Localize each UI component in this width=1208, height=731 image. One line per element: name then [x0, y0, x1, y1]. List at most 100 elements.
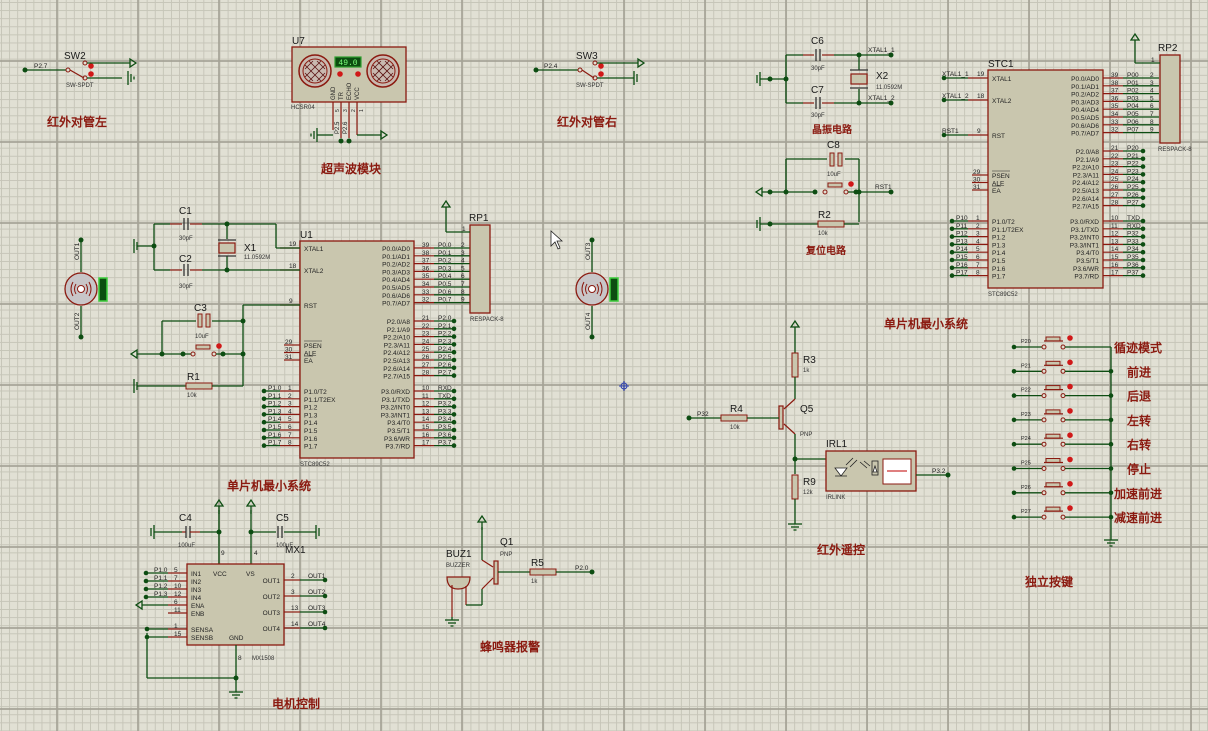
u1-rp-pinnum: 7 [461, 281, 465, 288]
stc1-pin: P3.1/TXD [1071, 227, 1099, 234]
u7-ultrasonic-module[interactable]: U7 49.0 GND TR ECHO VCC HCSR04 5 3 2 1 [291, 36, 407, 144]
u7-pinnum: 3 [343, 109, 349, 112]
section-buzzer: 蜂鸣器报警 [480, 639, 540, 654]
u1-pinnum: 38 [422, 250, 430, 257]
section-reset: 复位电路 [805, 244, 847, 257]
sw3-switch[interactable]: SW3 P2.4 SW-SPDT [533, 51, 645, 89]
stc1-net-label: P32 [1127, 231, 1139, 238]
u1-pinnum: 22 [422, 323, 430, 330]
key-label: 加速前进 [1113, 486, 1162, 501]
rp1-resistor-pack[interactable]: RP1 RESPACK-8 [441, 200, 504, 323]
u1-pinnum: 7 [288, 432, 292, 439]
u1-pin: P2.4/A12 [383, 350, 410, 357]
buzzer-circuit[interactable]: BUZ1 BUZZER Q1 PNP R5 1k P2.0 [444, 515, 595, 627]
stc1-mcu[interactable]: STC1 19XTAL118XTAL29RST29PSEN30ALE31EA1P… [462, 57, 1159, 298]
section-crystal: 晶振电路 [812, 123, 853, 136]
section-ultrasonic: 超声波模块 [320, 161, 382, 176]
u1-pinnum: 18 [289, 263, 297, 270]
u1-pin: P0.4/AD4 [382, 277, 410, 284]
key-label: 停止 [1127, 462, 1151, 477]
motor-left-bottom-net: OUT2 [74, 312, 81, 330]
u1-pinnum: 12 [422, 401, 430, 408]
ir-remote-circuit[interactable]: R3 1k Q5 PNP P32 R4 10k R9 12k IRL1 IRLI… [686, 320, 951, 531]
stc1-pinnum: 33 [1111, 119, 1119, 126]
q1-ref: Q1 [500, 537, 514, 548]
key-net-label: P21 [1021, 363, 1031, 369]
stc1-pinnum: 34 [1111, 111, 1119, 118]
u1-net-label: P2.2 [438, 331, 452, 338]
distance-display-value: 49.0 [338, 59, 357, 68]
u1-pin: P3.2/INT0 [381, 405, 411, 412]
crystal-circuit[interactable]: C6 30pF C7 30pF X2 11.0592M XTAL1_1 XTAL… [756, 36, 902, 119]
u1-pin: P0.5/AD5 [382, 285, 410, 292]
u1-net-label: P0.1 [438, 250, 452, 257]
mx1-motor-driver[interactable]: C4 100uF C5 100uF MX1 9 4 VCC VS GND 5IN… [135, 499, 328, 699]
mx1-pin-ena: ENA [191, 603, 205, 610]
mx1-type: MX1508 [252, 656, 275, 662]
stc1-pin: P2.5/A13 [1072, 188, 1099, 195]
mx1-pin-enb: ENB [191, 611, 204, 618]
u1-pinnum: 13 [422, 408, 430, 415]
u1-pinnum: 2 [288, 393, 292, 400]
mx1-pinnum: 12 [174, 591, 182, 598]
mx1-pin-in2: IN2 [191, 579, 202, 586]
u1-pin: P1.4 [304, 420, 318, 427]
motor-right-top-net: OUT3 [585, 242, 592, 260]
u7-pin-gnd: GND [331, 86, 337, 100]
u1-pin: P2.0/A8 [387, 319, 411, 326]
stc1-pinnum: 22 [1111, 153, 1119, 160]
sw2-switch[interactable]: SW2 P2.7 SW-SPDT [22, 51, 137, 89]
key-net-label: P26 [1021, 485, 1031, 491]
stc1-pinnum: 4 [976, 238, 980, 245]
u7-pinnum: 1 [359, 109, 365, 112]
c3-val: 10uF [195, 334, 209, 340]
u1-crystal-reset[interactable]: C1 30pF C2 30pF X1 11.0592M C3 10uF [130, 206, 300, 399]
key-net-label: P20 [1021, 339, 1031, 345]
u1-pin-rst: RST [304, 303, 317, 310]
u1-net-label: P0.3 [438, 265, 452, 272]
motor-right[interactable]: OUT3 OUT4 [575, 237, 619, 340]
r5-ref: R5 [531, 558, 544, 569]
u1-net-label: P1.1 [268, 393, 282, 400]
u7-net-label: P2.6 [343, 121, 349, 134]
stc1-pinnum: 1 [976, 215, 980, 222]
c2-val: 30pF [179, 284, 193, 290]
u1-mcu[interactable]: U1 19XTAL118XTAL29RST29PSEN30ALE31EA1P1.… [261, 230, 470, 468]
motor-left[interactable]: OUT1 OUT2 [64, 237, 108, 340]
mx1-net-label: P1.2 [154, 583, 168, 590]
mx1-pin-sensb: SENSB [191, 635, 213, 642]
stc1-pinnum: 36 [1111, 95, 1119, 102]
u1-pinnum: 21 [422, 315, 430, 322]
mx1-pinnum: 8 [238, 655, 242, 662]
u1-pin: P3.5/T1 [387, 428, 410, 435]
u1-pin: P0.7/AD7 [382, 301, 410, 308]
rp2-resistor-pack[interactable]: RP2 RESPACK-8 [1130, 33, 1192, 153]
reset-circuit[interactable]: C8 10uF RST1 R2 10k [755, 140, 894, 237]
stc1-pinnum: 28 [1111, 200, 1119, 207]
u1-net-label: P3.3 [438, 408, 452, 415]
stc1-rp-pinnum: 4 [1150, 88, 1154, 95]
section-keys: 独立按键 [1024, 574, 1073, 589]
u1-pin: P2.2/A10 [383, 335, 410, 342]
c2-ref: C2 [179, 254, 192, 265]
stc1-pin: P2.0/A8 [1076, 149, 1100, 156]
u1-pinnum: 6 [288, 424, 292, 431]
u1-pin-xtal2: XTAL2 [304, 268, 324, 275]
stc1-pinnum: 5 [976, 246, 980, 253]
stc1-net-label: RXD [1127, 223, 1141, 230]
stc1-net-label: P02 [1127, 88, 1139, 95]
stc1-pinnum: 32 [1111, 127, 1119, 134]
stc1-pin-rst: RST [992, 133, 1005, 140]
stc1-pinnum: 23 [1111, 161, 1119, 168]
key-button[interactable]: P26 加速前进 [1011, 481, 1162, 501]
stc1-pin: P0.0/AD0 [1071, 76, 1099, 83]
